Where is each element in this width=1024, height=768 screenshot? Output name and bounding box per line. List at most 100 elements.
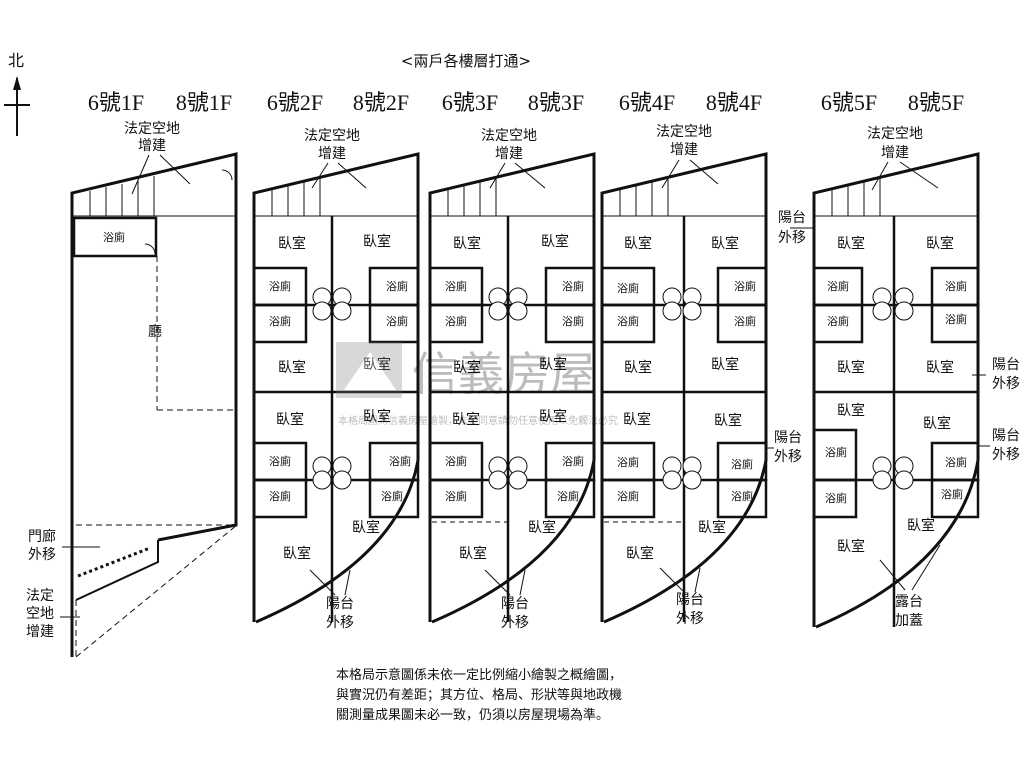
room-bedroom: 臥室: [539, 408, 567, 425]
room-bathroom: 浴廁: [945, 455, 967, 469]
room-bedroom: 臥室: [624, 359, 652, 376]
addition-label: 增建: [318, 146, 346, 162]
room-bedroom: 臥室: [907, 517, 935, 534]
terrace-covered-label: 加蓋: [895, 613, 923, 629]
floor-plan-4f: 6號4F 8號4F 法定空地 增建 臥室 臥室 浴廁 浴廁 浴廁 浴廁: [600, 90, 806, 627]
room-bathroom: 浴廁: [827, 279, 849, 293]
balcony-relocated-label: 外移: [778, 230, 806, 246]
watermark-brand: 信義房屋: [412, 347, 596, 401]
floor-label-6-4f: 6號4F: [619, 90, 675, 115]
floor-label-6-2f: 6號2F: [267, 90, 323, 115]
floor-label-8-4f: 8號4F: [706, 90, 762, 115]
porch-label: 門廊: [28, 528, 56, 545]
room-bathroom: 浴廁: [617, 489, 639, 503]
room-bedroom: 臥室: [459, 545, 487, 562]
room-bathroom: 浴廁: [827, 314, 849, 328]
room-bathroom: 浴廁: [103, 230, 125, 244]
room-bedroom: 臥室: [711, 356, 739, 373]
room-bathroom: 浴廁: [389, 454, 411, 468]
room-bedroom: 臥室: [452, 411, 480, 428]
north-label: 北: [8, 51, 24, 70]
floor-label-6-3f: 6號3F: [442, 90, 498, 115]
legal-space-label: 法定空地: [304, 128, 360, 144]
room-bathroom: 浴廁: [557, 489, 579, 503]
room-bedroom: 臥室: [541, 233, 569, 250]
room-bedroom: 臥室: [453, 235, 481, 252]
room-bathroom: 浴廁: [381, 489, 403, 503]
disclaimer-line: 與實況仍有差距；其方位、格局、形狀等與地政機: [336, 688, 623, 703]
addition-label: 增建: [138, 138, 166, 154]
room-bathroom: 浴廁: [945, 312, 967, 326]
room-bedroom: 臥室: [926, 235, 954, 252]
disclaimer-line: 關測量成果圖未必一致，仍須以房屋現場為準。: [336, 708, 610, 723]
balcony-label: 陽台: [676, 592, 704, 608]
room-bathroom: 浴廁: [562, 314, 584, 328]
balcony-label: 陽台: [992, 357, 1020, 373]
balcony-label: 陽台: [992, 428, 1020, 444]
room-bedroom: 臥室: [363, 356, 391, 373]
room-bedroom: 臥室: [624, 235, 652, 252]
addition-label: 增建: [670, 142, 698, 158]
balcony-relocated-label: 外移: [326, 615, 354, 631]
room-bathroom: 浴廁: [562, 279, 584, 293]
room-bathroom: 浴廁: [445, 279, 467, 293]
room-bedroom: 臥室: [278, 359, 306, 376]
disclaimer-note: 本格局示意圖係未依一定比例縮小繪製之概繪圖， 與實況仍有差距；其方位、格局、形狀…: [336, 666, 716, 726]
balcony-relocated-label: 外移: [676, 611, 704, 627]
room-bedroom: 臥室: [623, 411, 651, 428]
balcony-relocated-label: 外移: [992, 447, 1020, 463]
terrace-label: 露台: [895, 594, 923, 610]
room-bathroom: 浴廁: [825, 445, 847, 459]
room-bedroom: 臥室: [923, 415, 951, 432]
room-bedroom: 臥室: [276, 411, 304, 428]
balcony-relocated-label: 外移: [992, 376, 1020, 392]
room-bathroom: 浴廁: [734, 279, 756, 293]
floor-plan-3f: 6號3F 8號3F 法定空地 增建 臥室 臥室 浴廁 浴廁 浴廁 浴廁: [428, 90, 596, 631]
floor-label-8-2f: 8號2F: [353, 90, 409, 115]
addition-label: 增建: [881, 145, 909, 161]
room-bedroom: 臥室: [283, 545, 311, 562]
balcony-label: 陽台: [774, 430, 802, 446]
room-bathroom: 浴廁: [945, 279, 967, 293]
addition-label: 增建: [495, 146, 523, 162]
room-bathroom: 浴廁: [617, 455, 639, 469]
room-bathroom: 浴廁: [269, 489, 291, 503]
balcony-relocated-label: 外移: [774, 449, 802, 465]
room-bedroom: 臥室: [528, 519, 556, 536]
room-bathroom: 浴廁: [731, 489, 753, 503]
room-bedroom: 臥室: [453, 359, 481, 376]
watermark-logo-icon: [336, 342, 402, 398]
room-bathroom: 浴廁: [825, 491, 847, 505]
room-bathroom: 浴廁: [445, 489, 467, 503]
balcony-label: 陽台: [501, 596, 529, 612]
floor-plan-1f: 6號1F 8號1F 法定空地 增建 浴廁 廳 門廊 外移 法定 空地 增建: [26, 90, 238, 658]
porch-relocated-label: 外移: [28, 547, 56, 563]
room-bedroom: 臥室: [626, 545, 654, 562]
room-bathroom: 浴廁: [734, 314, 756, 328]
floor-label-6-1f: 6號1F: [88, 90, 144, 115]
room-bathroom: 浴廁: [386, 279, 408, 293]
room-bathroom: 浴廁: [617, 281, 639, 295]
balcony-label: 陽台: [326, 596, 354, 612]
floor-label-6-5f: 6號5F: [821, 90, 877, 115]
watermark-notice: 本格局圖為信義房屋繪製，未經同意請勿任意使用以免觸法必究: [338, 414, 618, 427]
floor-label-8-1f: 8號1F: [176, 90, 232, 115]
room-bedroom: 臥室: [837, 235, 865, 252]
room-bedroom: 臥室: [711, 235, 739, 252]
room-bathroom: 浴廁: [269, 279, 291, 293]
room-bedroom: 臥室: [363, 408, 391, 425]
floor-plan-5f: 6號5F 8號5F 法定空地 增建 臥室 臥室 浴廁 浴廁 浴廁 浴廁: [790, 90, 1020, 629]
floor-plan-2f: 6號2F 8號2F 法定空地 增建 臥室 臥室 浴廁 浴廁 浴廁 浴廁 臥室: [252, 90, 420, 631]
room-bedroom: 臥室: [837, 538, 865, 555]
room-bedroom: 臥室: [278, 235, 306, 252]
legal-space-label: 法定空地: [867, 126, 923, 142]
room-bedroom: 臥室: [714, 412, 742, 429]
room-bathroom: 浴廁: [562, 454, 584, 468]
side-addition-label: 增建: [26, 624, 54, 640]
room-bathroom: 浴廁: [445, 314, 467, 328]
legal-space-label: 法定空地: [124, 121, 180, 137]
watermark: 信義房屋 本格局圖為信義房屋繪製，未經同意請勿任意使用以免觸法必究: [336, 342, 618, 427]
room-bedroom: 臥室: [539, 356, 567, 373]
floor-label-8-5f: 8號5F: [908, 90, 964, 115]
room-living: 廳: [148, 323, 162, 340]
